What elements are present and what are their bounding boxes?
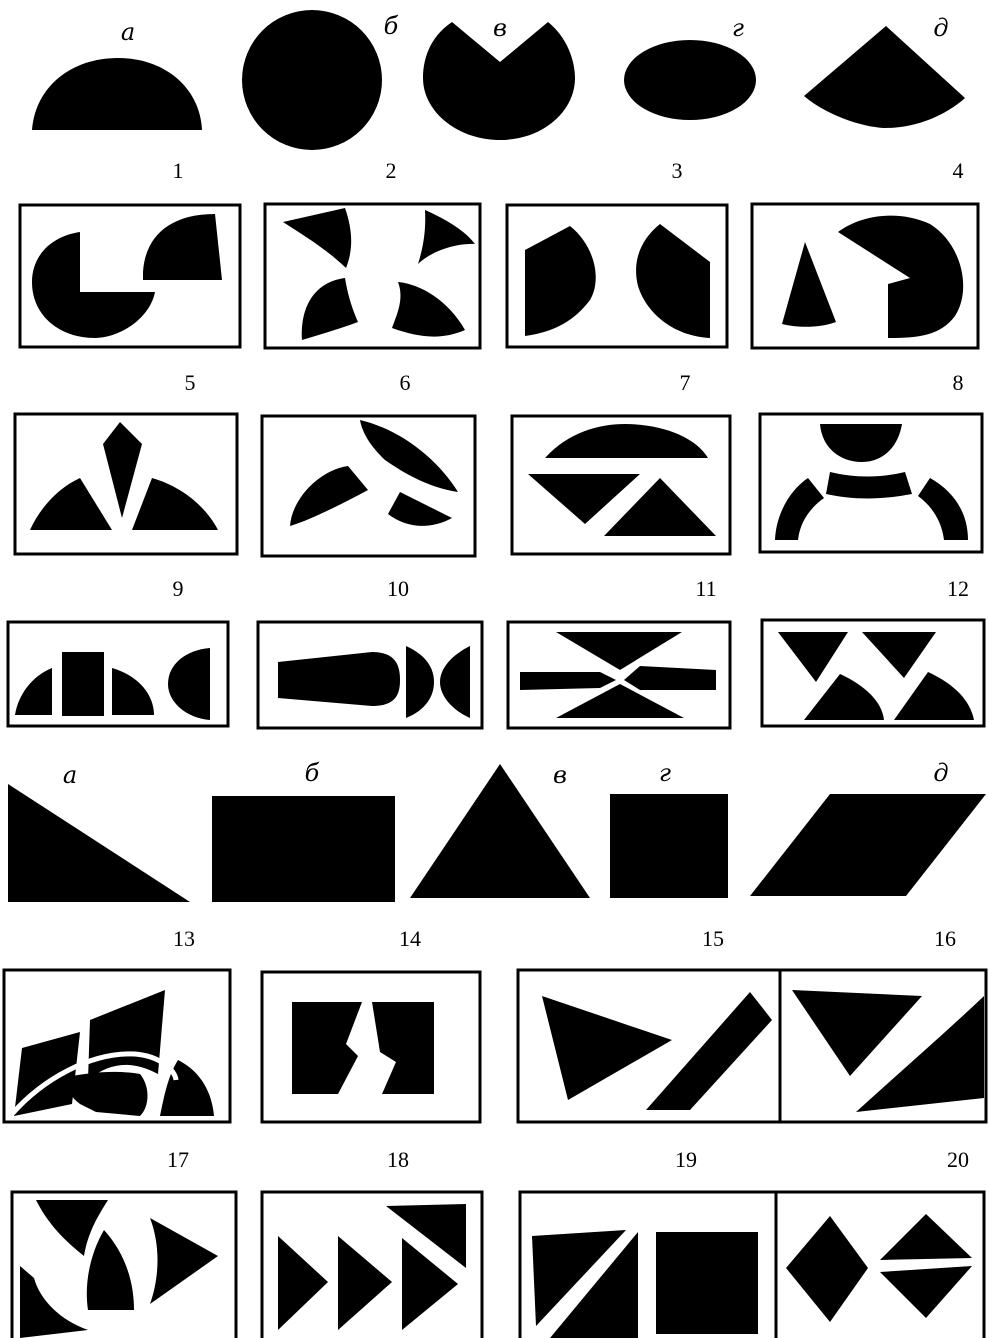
puzzle-7	[512, 416, 730, 554]
letter-a-top: а	[121, 18, 135, 46]
puzzle-15	[518, 970, 780, 1122]
number-14: 14	[399, 926, 421, 951]
number-8: 8	[953, 370, 964, 395]
number-1: 1	[173, 158, 184, 183]
letter-g-top: г	[732, 14, 744, 42]
number-9: 9	[173, 576, 184, 601]
puzzle-18	[262, 1192, 482, 1338]
rectangle-shape	[212, 796, 395, 902]
number-2: 2	[386, 158, 397, 183]
puzzle-2	[265, 204, 480, 348]
letter-b-top: б	[384, 12, 399, 40]
number-11: 11	[695, 576, 716, 601]
puzzle-3	[507, 205, 727, 347]
puzzle-14	[262, 972, 480, 1122]
mid-figures: а б в г д	[8, 759, 986, 902]
number-10: 10	[387, 576, 409, 601]
puzzle-4	[752, 204, 978, 348]
half-disk-shape	[32, 58, 202, 130]
letter-g-mid: г	[659, 759, 671, 787]
puzzle-12	[762, 620, 984, 726]
number-12: 12	[947, 576, 969, 601]
letter-d-top: д	[933, 14, 948, 42]
puzzle-9	[8, 622, 228, 726]
number-13: 13	[173, 926, 195, 951]
parallelogram-shape	[750, 794, 986, 896]
ellipse-shape	[624, 40, 756, 120]
square-shape	[610, 794, 728, 898]
puzzle-6	[262, 416, 475, 556]
number-20: 20	[947, 1147, 969, 1172]
puzzle-13	[4, 970, 230, 1122]
puzzle-10	[258, 622, 482, 728]
top-figures: а б в г д	[32, 10, 965, 150]
puzzle-16	[780, 970, 986, 1122]
puzzle-8	[760, 414, 982, 552]
puzzle-20	[776, 1192, 984, 1338]
number-16: 16	[934, 926, 956, 951]
puzzle-5	[15, 414, 237, 554]
number-15: 15	[702, 926, 724, 951]
puzzle-11	[508, 622, 730, 728]
number-6: 6	[400, 370, 411, 395]
circle-shape	[242, 10, 382, 150]
letter-b-mid: б	[305, 759, 320, 787]
puzzle-17	[12, 1192, 236, 1338]
number-4: 4	[953, 158, 964, 183]
letter-d-mid: д	[933, 759, 948, 787]
number-18: 18	[387, 1147, 409, 1172]
number-3: 3	[672, 158, 683, 183]
number-17: 17	[167, 1147, 189, 1172]
number-7: 7	[680, 370, 691, 395]
number-5: 5	[185, 370, 196, 395]
letter-a-mid: а	[63, 761, 77, 789]
puzzle-19	[520, 1192, 776, 1338]
letter-v-top: в	[493, 14, 507, 42]
letter-v-mid: в	[553, 761, 567, 789]
right-triangle-shape	[8, 784, 190, 902]
puzzle-1	[20, 205, 240, 347]
number-19: 19	[675, 1147, 697, 1172]
